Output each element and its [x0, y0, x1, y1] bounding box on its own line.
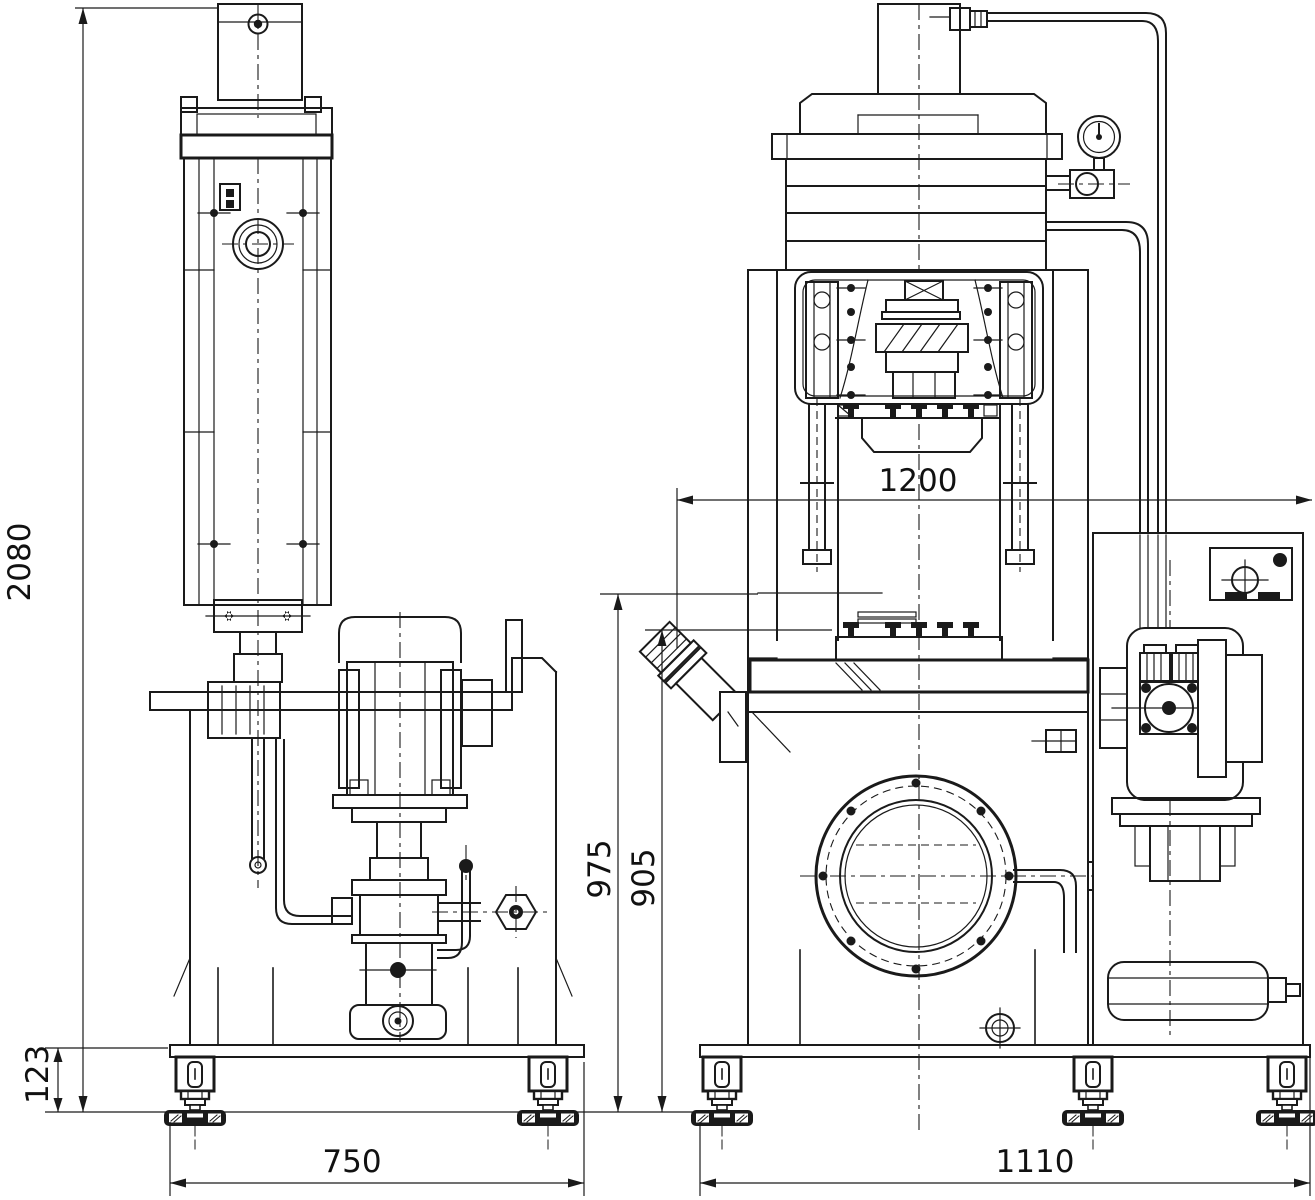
window-bolts [836, 284, 1003, 399]
hydraulic-hose [987, 12, 1167, 536]
slide-plate-bolts [835, 403, 1001, 453]
dim-label-foot-height: 123 [20, 1045, 56, 1104]
motor-side-view [338, 612, 493, 1042]
pressure-gauge [1045, 115, 1130, 199]
cylinder-rod [217, 3, 303, 118]
manhole-cover [800, 774, 1106, 978]
bed-plate [748, 658, 1090, 694]
dim-foot-height: 123 [20, 1045, 168, 1112]
base-rail [169, 1044, 585, 1058]
oil-tank-side-view [173, 657, 573, 1046]
terminal-box [461, 679, 493, 747]
ram-adapter [861, 417, 983, 453]
hydraulic-pipe [275, 739, 473, 959]
motor-front-view [1099, 627, 1263, 801]
dim-bolster-height: 905 [626, 629, 832, 1112]
dim-overall-height: 2080 [2, 7, 218, 1112]
guide-plate-right [999, 281, 1033, 399]
drain-plug [979, 1007, 1021, 1049]
front-view [638, 3, 1315, 1151]
dim-front-base-width: 1110 [699, 1048, 1311, 1196]
oil-port [222, 218, 294, 270]
side-view [149, 3, 585, 1151]
control-box [1209, 547, 1293, 601]
ram-assembly [839, 279, 1004, 399]
tank-top-plate [149, 691, 513, 711]
dim-label-front-base-width: 1110 [996, 1144, 1075, 1180]
dimensions: 2080 123 750 1200 975 905 [2, 7, 1312, 1196]
bolster [748, 592, 1090, 694]
press-column [183, 157, 332, 606]
pump-panel [1092, 532, 1304, 1046]
gib-block [219, 183, 241, 211]
dim-label-table-height: 975 [582, 839, 618, 898]
cylinder-flange [179, 96, 334, 160]
guide-plate-left [805, 281, 839, 399]
vent-box [1031, 729, 1077, 753]
tie-rod-right [1003, 398, 1037, 572]
dim-bed-width: 1200 [676, 463, 1312, 648]
dim-label-bed-width: 1200 [879, 463, 958, 499]
cylinder-front [771, 93, 1063, 271]
inlet-fitting [331, 897, 353, 925]
slide-assembly [205, 599, 311, 888]
dim-table-height: 975 [582, 593, 758, 1112]
sump-filter [1107, 961, 1301, 1021]
pump-assembly-side-view [275, 739, 552, 1040]
hex-fitting [432, 886, 552, 938]
valve-block [359, 894, 439, 936]
support-bracket [505, 619, 523, 693]
dim-label-side-base-width: 750 [322, 1144, 381, 1180]
dim-label-overall-height: 2080 [2, 523, 38, 602]
dim-side-base-width: 750 [169, 1062, 585, 1196]
motor-mount [1111, 797, 1261, 882]
base-rail-front [699, 1044, 1311, 1058]
press-window [794, 271, 1044, 405]
tie-rod-left [800, 398, 834, 572]
dim-label-bolster-height: 905 [626, 848, 662, 907]
